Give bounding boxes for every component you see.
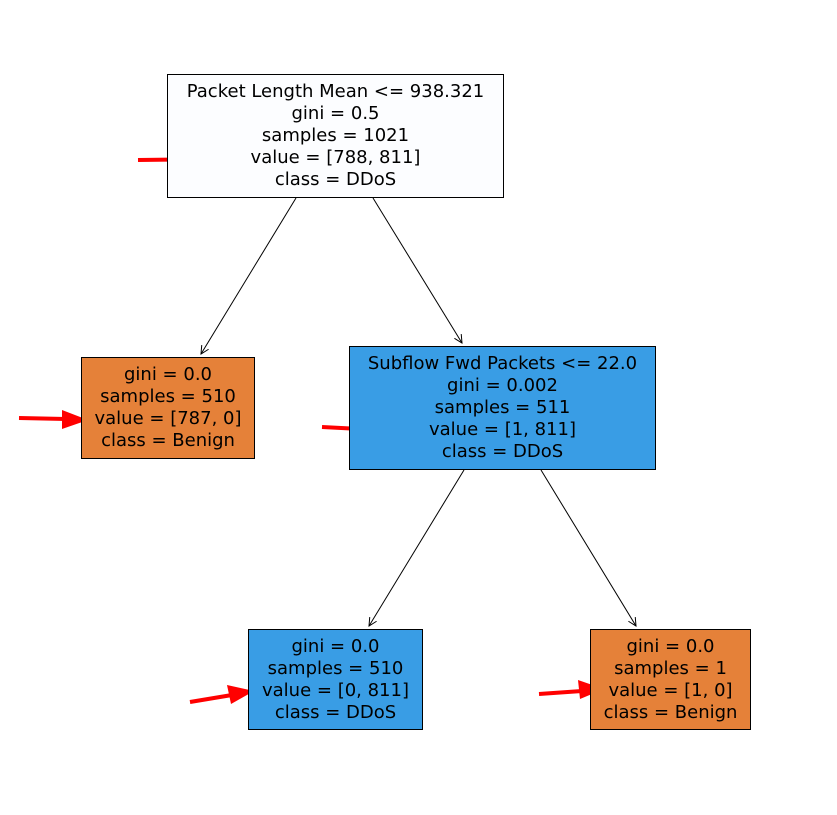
root-samples-text: samples = 1021: [261, 125, 410, 146]
right-split-split-text: Subflow Fwd Packets <= 22.0: [367, 353, 638, 374]
left-leaf-samples-text: samples = 510: [100, 386, 236, 407]
right-right-leaf-value-text: value = [1, 0]: [608, 679, 733, 701]
right-left-leaf-gini-text: gini = 0.0: [291, 635, 380, 657]
right-right-leaf-samples-text: samples = 1: [614, 657, 727, 679]
right-split-value-text: value = [1, 811]: [429, 419, 576, 440]
right-left-leaf-value-text: value = [0, 811]: [262, 679, 409, 701]
root-node: Packet Length Mean <= 938.321 gini = 0.5…: [167, 74, 504, 198]
right-right-leaf-node: gini = 0.0 samples = 1 value = [1, 0] cl…: [590, 629, 751, 730]
left-leaf-node: gini = 0.0 samples = 510 value = [787, 0…: [81, 357, 255, 459]
root-split-text: Packet Length Mean <= 938.321: [186, 81, 485, 102]
annotation-arrow-right-left-leaf: [189, 685, 254, 704]
right-left-leaf-node: gini = 0.0 samples = 510 value = [0, 811…: [248, 629, 423, 730]
left-leaf-value-text: value = [787, 0]: [94, 408, 242, 429]
annotation-arrow-left-leaf: [18, 410, 88, 429]
right-split-class-text: class = DDoS: [441, 441, 564, 462]
root-value-text: value = [788, 811]: [250, 147, 421, 168]
root-class-text: class = DDoS: [274, 169, 397, 190]
right-split-node: Subflow Fwd Packets <= 22.0 gini = 0.002…: [349, 346, 656, 470]
left-leaf-gini-text: gini = 0.0: [124, 364, 212, 385]
edge-root-to-right-split: [372, 197, 462, 343]
root-gini-text: gini = 0.5: [291, 103, 380, 124]
edge-root-to-left-leaf: [201, 197, 297, 354]
right-left-leaf-samples-text: samples = 510: [267, 657, 404, 679]
right-right-leaf-gini-text: gini = 0.0: [626, 635, 715, 657]
right-right-leaf-class-text: class = Benign: [603, 701, 738, 723]
left-leaf-class-text: class = Benign: [101, 430, 235, 451]
right-left-leaf-class-text: class = DDoS: [274, 701, 397, 723]
edge-split-to-right-leaf: [540, 469, 636, 626]
right-split-samples-text: samples = 511: [434, 397, 571, 418]
right-split-gini-text: gini = 0.002: [447, 375, 558, 396]
edge-split-to-left-leaf: [369, 469, 465, 626]
